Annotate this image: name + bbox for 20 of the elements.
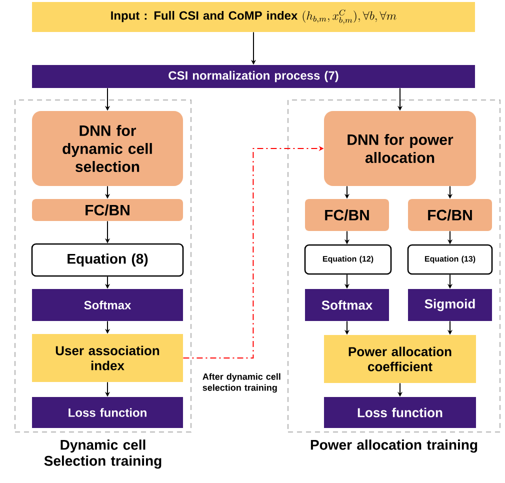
node-label: Dynamic cell Selection training bbox=[44, 440, 162, 469]
activation-box: Sigmoid bbox=[408, 289, 492, 321]
network-box: DNN for dynamic cell selection bbox=[32, 111, 183, 186]
loss-box: Loss function bbox=[324, 397, 476, 428]
layer-box: FC/BN bbox=[305, 199, 389, 231]
equation-box: Equation (13) bbox=[407, 244, 493, 275]
activation-box: Softmax bbox=[305, 289, 389, 321]
activation-box: Softmax bbox=[32, 289, 183, 321]
layer-box: FC/BN bbox=[408, 199, 492, 231]
output-box: Power allocation coefficient bbox=[324, 335, 476, 383]
equation-box: Equation (12) bbox=[304, 244, 392, 275]
network-box: DNN for power allocation bbox=[324, 111, 476, 186]
process-bar: CSI normalization process (7) bbox=[32, 65, 475, 88]
loss-box: Loss function bbox=[32, 397, 183, 428]
node-label: Power allocation training bbox=[310, 440, 478, 453]
equation-box: Equation (8) bbox=[31, 243, 184, 277]
output-box: User association index bbox=[32, 334, 183, 382]
layer-box: FC/BN bbox=[32, 199, 183, 221]
edge-label: After dynamic cell selection training bbox=[202, 373, 280, 393]
input-box: Input : Full CSI and CoMP index $(h_{b,m}, x^{C}_{b,m}),\forall b,\forall m$ bbox=[32, 2, 475, 32]
